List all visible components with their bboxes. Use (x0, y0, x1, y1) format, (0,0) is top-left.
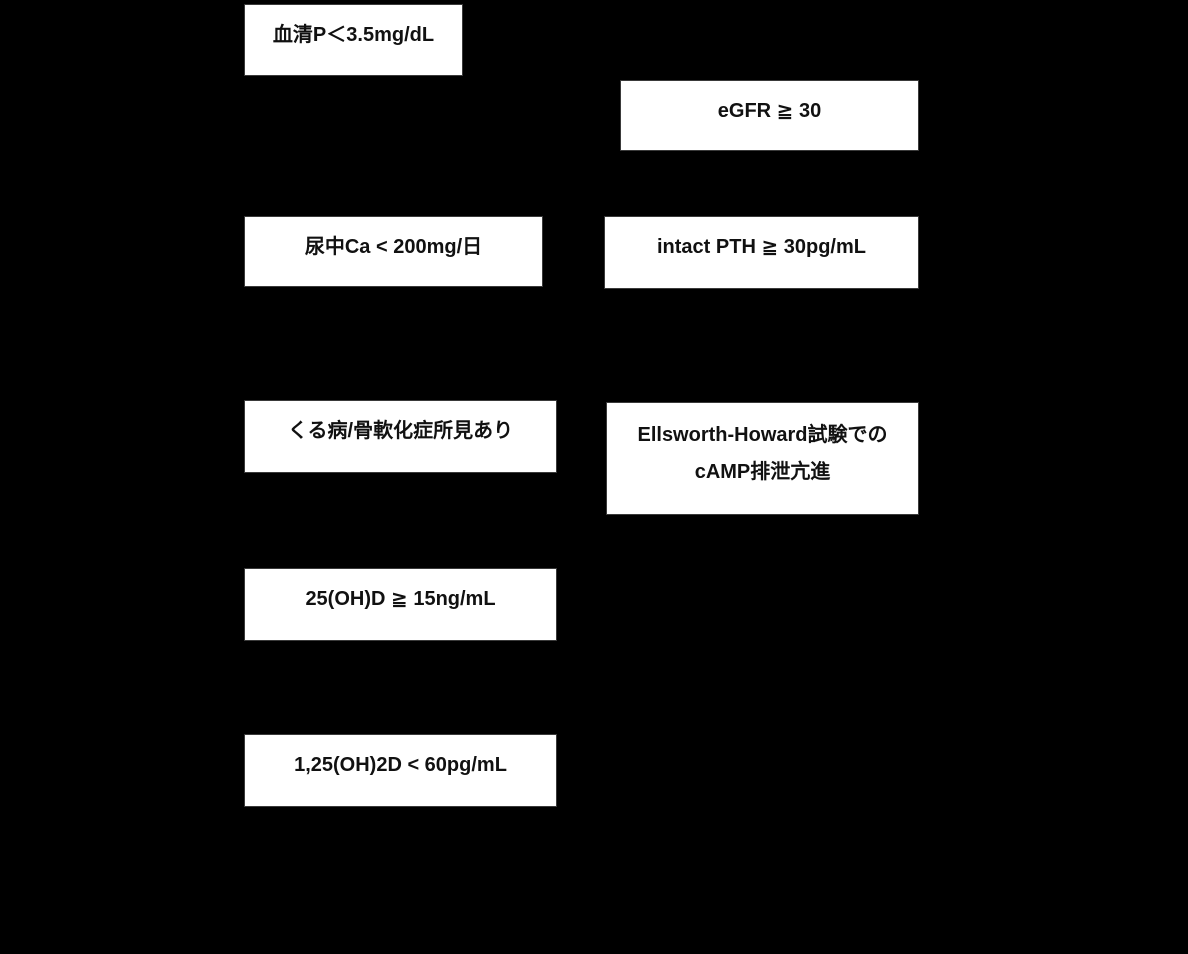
node-label: 1,25(OH)2D < 60pg/mL (294, 754, 507, 776)
node-label: eGFR ≧ 30 (717, 100, 822, 122)
node-label: 血清P＜3.5mg/dL (272, 24, 435, 46)
node-urine-calcium: 尿中Ca < 200mg/日 (244, 216, 543, 287)
node-serum-phosphate: 血清P＜3.5mg/dL (244, 4, 463, 76)
node-label-line-2: cAMP排泄亢進 (694, 461, 831, 483)
node-label: intact PTH ≧ 30pg/mL (656, 236, 866, 258)
node-label: 尿中Ca < 200mg/日 (304, 236, 483, 258)
node-intact-pth: intact PTH ≧ 30pg/mL (604, 216, 919, 289)
node-label: Ellsworth-Howard試験での cAMP排泄亢進 (637, 403, 887, 491)
connector-line (240, 40, 242, 770)
node-rickets-osteomalacia: くる病/骨軟化症所見あり (244, 400, 557, 473)
node-label: くる病/骨軟化症所見あり (287, 420, 514, 442)
node-label: 25(OH)D ≧ 15ng/mL (305, 588, 496, 610)
node-25ohd: 25(OH)D ≧ 15ng/mL (244, 568, 557, 641)
node-125oh2d: 1,25(OH)2D < 60pg/mL (244, 734, 557, 807)
node-ellsworth-howard: Ellsworth-Howard試験での cAMP排泄亢進 (606, 402, 919, 515)
node-label-line-1: Ellsworth-Howard試験での (637, 424, 888, 446)
node-egfr: eGFR ≧ 30 (620, 80, 919, 151)
